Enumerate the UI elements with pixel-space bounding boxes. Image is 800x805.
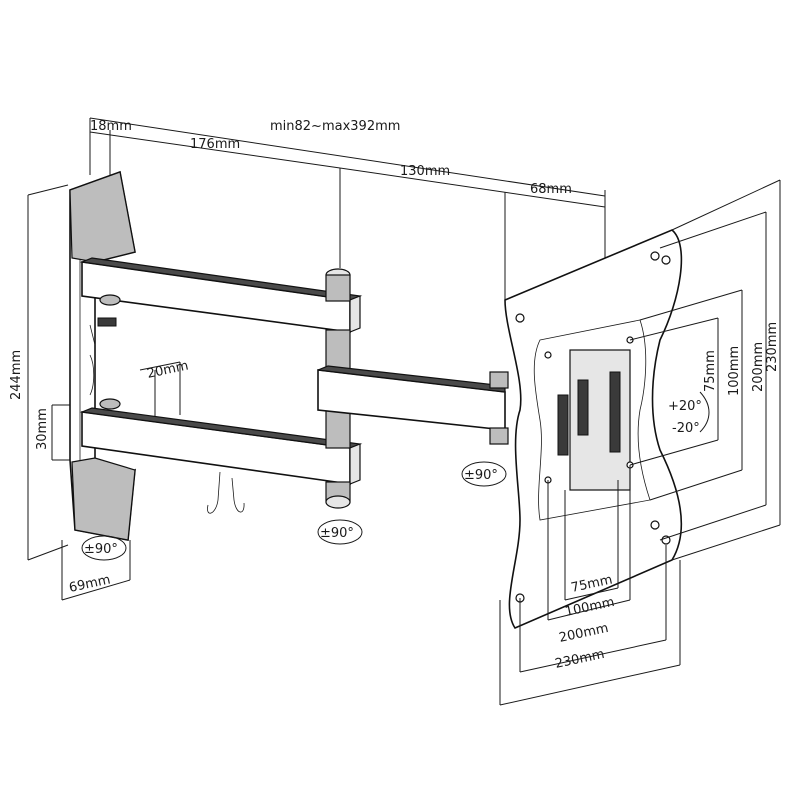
wall-plate xyxy=(69,170,136,541)
dim-top-plate-depth: 68mm xyxy=(530,182,572,197)
lower-inner-arm xyxy=(79,407,363,485)
head-swivel-indicator xyxy=(461,461,507,487)
right-dimension-lines xyxy=(629,179,781,561)
wall-hinge-top xyxy=(99,294,121,306)
outer-arm xyxy=(317,365,509,445)
wall-hinge-bottom xyxy=(99,398,121,410)
dim-top-wall-depth: 18mm xyxy=(90,119,132,134)
dim-left-arm-gap: 30mm xyxy=(35,408,50,450)
dim-top-overall: min82~max392mm xyxy=(270,119,400,134)
wall-swivel-indicator xyxy=(81,535,127,561)
dim-vesa-200-h: 200mm xyxy=(558,621,610,646)
dim-vesa-230-h: 230mm xyxy=(554,647,606,672)
upper-inner-arm xyxy=(79,257,363,333)
tilt-indicator xyxy=(699,391,710,433)
dim-vesa-230-v: 230mm xyxy=(765,322,780,372)
vesa-plate xyxy=(504,229,683,630)
cable-hooks xyxy=(207,471,245,514)
dim-vesa-100-v: 100mm xyxy=(727,346,742,396)
rot-wall-swivel: ±90° xyxy=(84,542,118,557)
dim-vesa-75-v: 75mm xyxy=(703,350,718,392)
dim-wall-width: 69mm xyxy=(68,573,112,596)
rot-elbow-swivel: ±90° xyxy=(320,526,354,541)
dim-arm-height: 20mm xyxy=(146,359,190,382)
rot-head-swivel: ±90° xyxy=(464,468,498,483)
rot-tilt-up: +20° xyxy=(668,399,702,414)
top-dimension-lines xyxy=(89,117,606,300)
dim-top-arm1: 176mm xyxy=(190,137,240,152)
dim-vesa-200-v: 200mm xyxy=(751,342,766,392)
rot-tilt-down: -20° xyxy=(672,421,700,436)
dim-top-arm2: 130mm xyxy=(400,164,450,179)
bottom-dimension-lines xyxy=(499,465,681,706)
dim-left-height: 244mm xyxy=(9,350,24,400)
elbow-swivel-indicator xyxy=(317,519,363,545)
